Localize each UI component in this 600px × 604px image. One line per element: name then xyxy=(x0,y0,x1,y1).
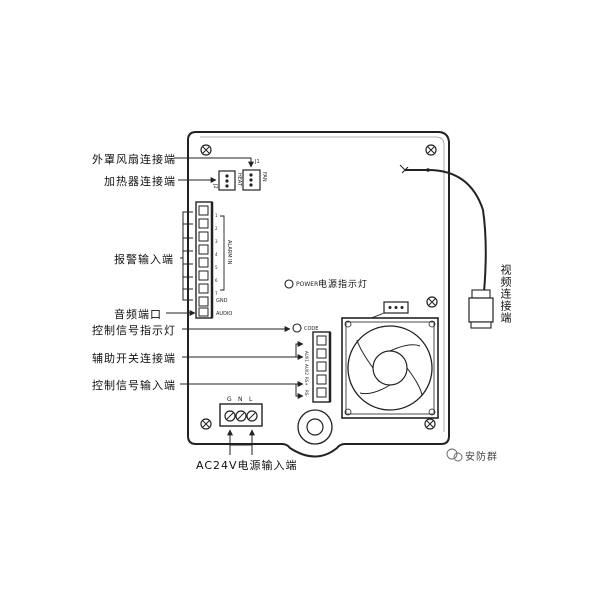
mounting-boss-icon xyxy=(297,409,333,445)
silk-pin-3: 3 xyxy=(215,239,218,244)
screw-top-left-icon xyxy=(200,144,212,156)
silk-pin-1: 1 xyxy=(215,213,218,218)
label-audio-port: 音频端口 xyxy=(114,308,162,321)
screw-bottom-right-icon xyxy=(424,418,436,430)
bnc-connector-icon xyxy=(468,289,494,329)
screw-top-right-icon xyxy=(425,144,437,156)
label-alarm-input: 报警输入端 xyxy=(114,253,174,266)
label-aux-switch: 辅助开关连接端 xyxy=(92,352,176,365)
silk-pin-7: 7 xyxy=(215,291,218,296)
video-cable xyxy=(399,164,487,293)
silk-gnd: GND xyxy=(216,298,228,304)
silk-pin-2: 2 xyxy=(215,226,218,231)
watermark-icon xyxy=(446,448,463,462)
silk-pin-5: 5 xyxy=(215,265,218,270)
silk-fan: FAN xyxy=(261,172,267,182)
silk-power: POWER xyxy=(296,281,318,288)
alarm-terminal-strip xyxy=(195,201,225,319)
screw-bottom-left-icon xyxy=(200,418,212,430)
label-ac-power: AC24V电源输入端 xyxy=(196,459,298,472)
label-heater: 加热器连接端 xyxy=(104,175,176,188)
callout-lines xyxy=(166,157,304,455)
silk-terminal-l: L xyxy=(249,396,253,403)
power-terminal-block xyxy=(219,403,263,427)
silk-audio: AUDIO xyxy=(216,311,232,317)
silk-terminal-g: G xyxy=(227,396,232,403)
cooling-fan-icon xyxy=(341,317,439,419)
board-inner-edge xyxy=(200,136,445,432)
silk-heat: HEAT xyxy=(236,173,242,187)
silk-terminal-n: N xyxy=(238,396,243,403)
watermark-text: 安防群 xyxy=(465,452,498,463)
silk-alarm-in: ALARM IN xyxy=(226,240,232,265)
silk-j2: J2 xyxy=(212,183,218,189)
silk-aux2: AUX2 xyxy=(304,364,309,375)
silk-rs-minus: RS- xyxy=(304,390,309,397)
code-led-icon xyxy=(292,323,302,333)
fan-connector xyxy=(242,169,261,191)
label-control-indicator: 控制信号指示灯 xyxy=(92,324,176,337)
label-video-connector: 视频连接端 xyxy=(499,264,512,324)
silk-code: CODE xyxy=(304,326,318,332)
heater-connector xyxy=(218,170,236,191)
label-control-input: 控制信号输入端 xyxy=(92,379,176,392)
screw-mid-right-icon xyxy=(426,296,438,308)
power-led-icon xyxy=(284,279,294,289)
silk-pin-6: 6 xyxy=(215,278,218,283)
silk-pin-4: 4 xyxy=(215,252,218,257)
label-power-indicator: 电源指示灯 xyxy=(318,280,369,290)
label-external-fan: 外罩风扇连接端 xyxy=(92,153,176,166)
silk-rs-plus: RS+ xyxy=(304,377,309,386)
aux-control-terminal-strip xyxy=(312,331,332,403)
silk-aux1: AUX1 xyxy=(304,351,309,362)
silk-j1: J1 xyxy=(254,159,260,165)
